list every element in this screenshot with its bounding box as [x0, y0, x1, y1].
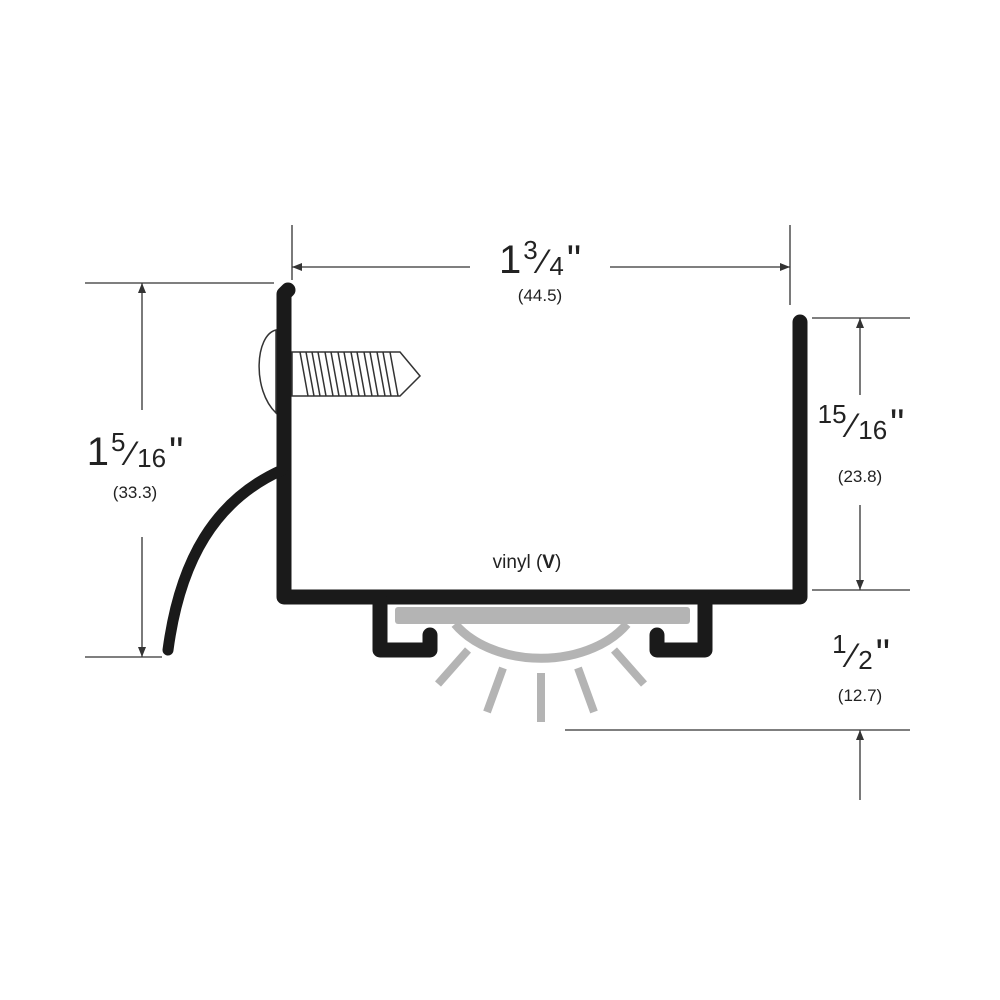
- width-metric-label: (44.5): [517, 286, 563, 305]
- material-code: V: [542, 552, 555, 573]
- whole-number: 1: [498, 238, 522, 282]
- inch-mark: ": [566, 238, 582, 282]
- overall-height-dimension-label: 15⁄16": [87, 428, 184, 478]
- fraction-slash: ⁄: [849, 637, 856, 675]
- inch-mark: ": [169, 430, 184, 474]
- inch-mark: ": [890, 402, 905, 446]
- material-prefix: vinyl (: [492, 552, 543, 573]
- fraction-slash: ⁄: [540, 243, 547, 281]
- numerator: 15: [817, 399, 847, 429]
- denominator: 4: [549, 251, 564, 281]
- sweep-depth-metric-label: (12.7): [837, 686, 883, 705]
- overall-height-metric-label: (33.3): [112, 483, 158, 502]
- inch-mark: ": [875, 632, 890, 676]
- denominator: 16: [137, 443, 167, 473]
- material-label: vinyl (V): [493, 552, 562, 574]
- fraction-slash: ⁄: [849, 407, 856, 445]
- denominator: 2: [858, 645, 873, 675]
- material-suffix: ): [554, 552, 562, 573]
- wall-height-dimension-label: 15⁄16": [816, 400, 905, 450]
- denominator: 16: [858, 415, 888, 445]
- numerator: 3: [523, 235, 538, 265]
- screw-icon: [258, 329, 422, 415]
- wall-height-metric-label: (23.8): [837, 467, 883, 486]
- fraction-slash: ⁄: [128, 435, 135, 473]
- numerator: 5: [110, 427, 126, 457]
- whole-number: 1: [86, 430, 109, 474]
- sweep-depth-dimension-label: 1⁄2": [830, 630, 890, 680]
- vinyl-insert: [395, 607, 690, 722]
- aluminum-profile: [162, 282, 808, 658]
- dimension-lines: [85, 225, 910, 800]
- numerator: 1: [832, 629, 847, 659]
- width-dimension-label: 13⁄4": [499, 236, 581, 286]
